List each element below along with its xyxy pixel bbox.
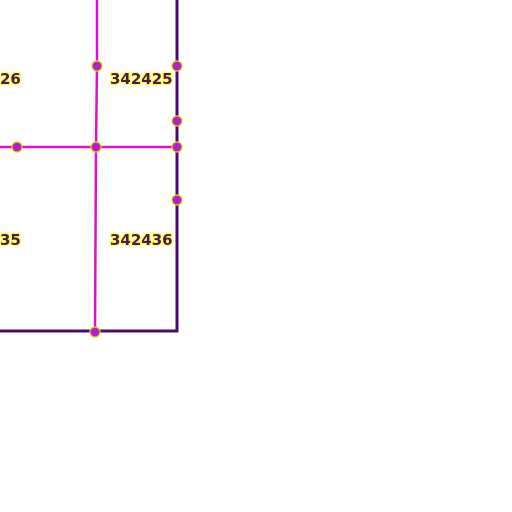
vertex-point[interactable] bbox=[171, 60, 183, 72]
parcel-label-342425[interactable]: 342425 bbox=[109, 69, 175, 90]
vertex-point[interactable] bbox=[91, 60, 103, 72]
vertex-point[interactable] bbox=[171, 194, 183, 206]
parcel-label-partial-top-left[interactable]: 26 bbox=[0, 69, 22, 90]
outer-boundary-lines bbox=[0, 0, 179, 333]
vertex-point[interactable] bbox=[11, 141, 23, 153]
vertex-point[interactable] bbox=[89, 326, 101, 338]
vertex-markers bbox=[11, 60, 183, 338]
parcel-label-342436[interactable]: 342436 bbox=[109, 230, 175, 251]
vertex-point[interactable] bbox=[171, 115, 183, 127]
parcel-labels: 26 342425 35 342436 bbox=[0, 69, 175, 251]
vertex-point[interactable] bbox=[171, 141, 183, 153]
inner-boundary-lines bbox=[0, 0, 177, 332]
parcel-label-partial-bottom-left[interactable]: 35 bbox=[0, 230, 22, 251]
north-south-parcel-line[interactable] bbox=[93, 0, 99, 332]
vertex-point[interactable] bbox=[90, 141, 102, 153]
